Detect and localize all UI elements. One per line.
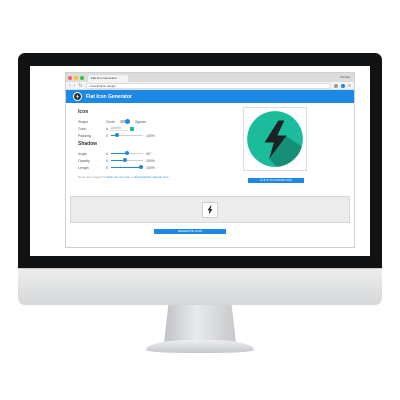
padding-slider[interactable] <box>110 133 143 137</box>
shadow-section-heading: Shadow <box>78 141 98 147</box>
padding-row: Padding 0 100% <box>78 132 354 139</box>
bolt-glyph <box>74 93 81 100</box>
color-input[interactable]: 1abc9c <box>109 126 128 131</box>
browser-tab[interactable]: Flat Icon Generator <box>88 75 128 82</box>
opacity-max: 100% <box>145 158 155 163</box>
color-row: Color # 1abc9c <box>78 125 354 132</box>
forward-icon[interactable]: › <box>73 82 76 89</box>
color-label: Color <box>78 126 87 131</box>
app-header: Flat Icon Generator <box>66 90 354 103</box>
padding-max: 100% <box>145 133 155 138</box>
padding-min: 0 <box>106 133 108 138</box>
browser-user-label[interactable]: Dimitar <box>340 75 351 79</box>
angle-min: 0 <box>106 151 108 156</box>
length-max: 100% <box>145 165 155 170</box>
bolt-icon <box>247 111 303 167</box>
length-slider[interactable] <box>110 165 144 169</box>
address-bar-row: ‹ › ↻ www.flaticon.design ≡ <box>66 82 354 90</box>
opacity-label: Opacity <box>78 158 90 163</box>
opacity-row: Opacity 0 100% <box>78 157 354 164</box>
opacity-slider[interactable] <box>110 158 143 162</box>
sample-icon-link[interactable]: download the sample icon <box>133 175 169 179</box>
slider-fill <box>110 153 127 154</box>
toggle-knob <box>124 119 130 124</box>
length-row: Length 0 100% <box>78 164 354 171</box>
monitor-screen: Flat Icon Generator Dimitar ‹ › ↻ www.fl… <box>30 66 370 256</box>
close-window-dot[interactable] <box>68 75 72 80</box>
reload-icon[interactable]: ↻ <box>78 82 83 89</box>
maximize-window-dot[interactable] <box>80 75 84 80</box>
icon-section-heading: Icon <box>78 109 89 115</box>
output-thumbnail[interactable] <box>202 201 218 218</box>
icon-preview <box>243 107 307 171</box>
color-hash: # <box>106 126 108 131</box>
app-title: Flat Icon Generator <box>86 93 132 100</box>
generator-form: Icon Shape Circle Square Color # 1abc9c … <box>66 103 354 247</box>
help-text-middle: or <box>130 175 133 179</box>
menu-icon[interactable]: ≡ <box>348 82 351 89</box>
shape-option-square[interactable]: Square <box>134 119 147 124</box>
opacity-min: 0 <box>106 158 108 163</box>
browser-window: Flat Icon Generator Dimitar ‹ › ↻ www.fl… <box>65 72 355 248</box>
shape-toggle[interactable] <box>119 119 130 124</box>
length-label: Length <box>78 165 89 170</box>
output-panel <box>70 196 350 223</box>
extension-icon[interactable] <box>341 83 346 88</box>
bolt-icon <box>207 205 213 214</box>
slider-thumb[interactable] <box>124 151 129 155</box>
padding-label: Padding <box>78 133 91 138</box>
star-icon[interactable] <box>334 83 339 88</box>
monitor-chin <box>18 268 382 305</box>
shape-label: Shape <box>78 119 89 124</box>
color-swatch[interactable] <box>129 126 134 131</box>
browser-tab-bar: Flat Icon Generator Dimitar <box>66 73 354 82</box>
back-icon[interactable]: ‹ <box>69 82 71 89</box>
angle-row: Angle 0 90° <box>78 150 354 157</box>
angle-max: 90° <box>145 151 152 156</box>
address-input[interactable]: www.flaticon.design <box>85 82 332 89</box>
slider-fill <box>110 167 142 168</box>
slider-thumb[interactable] <box>123 158 128 162</box>
generate-icon-button[interactable]: GENERATE ICON <box>154 229 226 234</box>
slider-thumb[interactable] <box>139 165 144 169</box>
shape-option-circle[interactable]: Circle <box>106 119 115 124</box>
icon-set-link[interactable]: Check our icon set <box>104 175 130 179</box>
shape-row: Shape Circle Square <box>78 118 354 125</box>
bolt-icon <box>73 92 82 101</box>
slider-thumb[interactable] <box>115 133 120 137</box>
window-controls <box>68 73 84 82</box>
length-min: 0 <box>106 165 108 170</box>
monitor-stand-foot <box>146 340 254 353</box>
slider-fill <box>110 160 126 161</box>
monitor-stand-neck <box>164 305 236 343</box>
angle-slider[interactable] <box>110 151 143 155</box>
download-button[interactable]: CLICK TO DOWNLOAD <box>248 178 304 183</box>
help-text: Need new images? Check our icon set or d… <box>78 175 354 179</box>
minimize-window-dot[interactable] <box>74 75 78 80</box>
angle-label: Angle <box>78 151 87 156</box>
help-text-prefix: Need new images? <box>78 175 104 179</box>
slider-fill <box>110 135 118 136</box>
